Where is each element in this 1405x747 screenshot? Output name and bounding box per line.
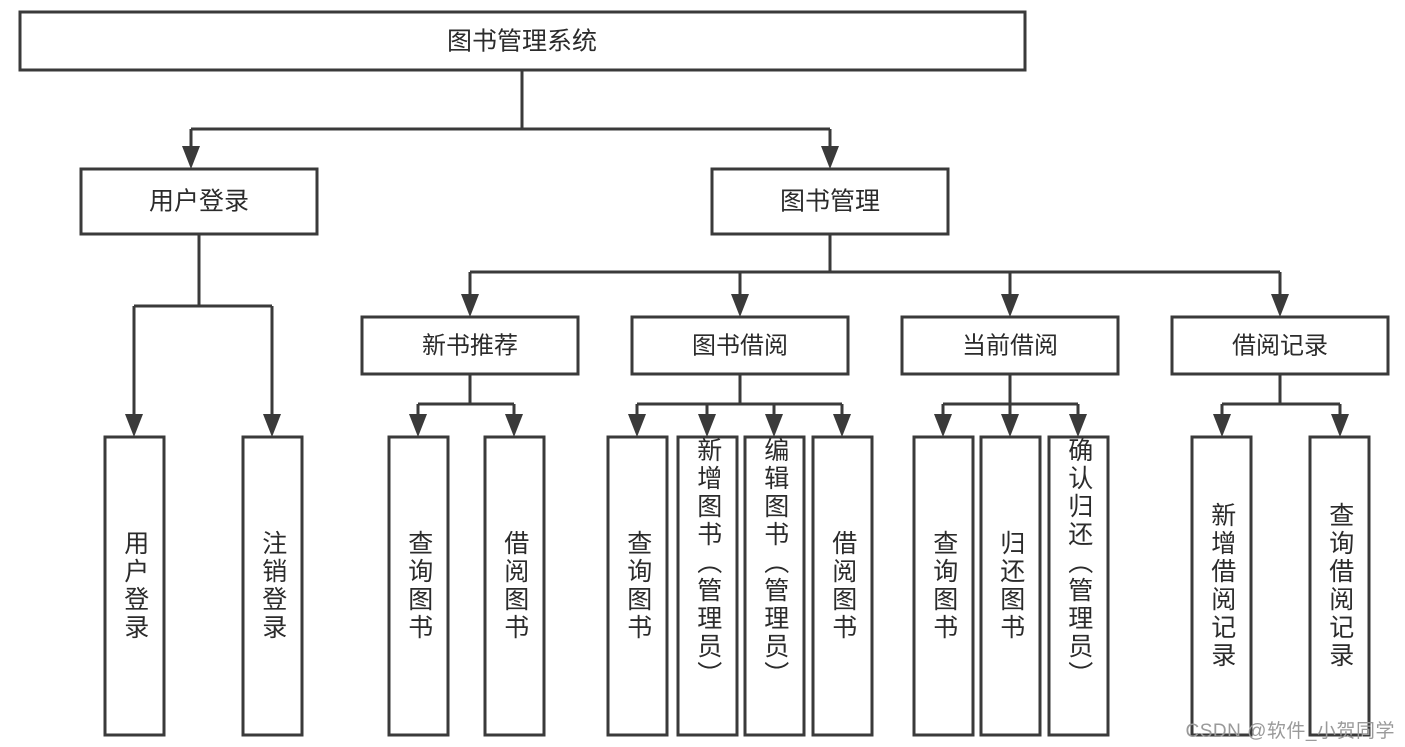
arrow-head-leaf-bb-2 — [765, 414, 783, 437]
watermark-text: CSDN @软件_小贺同学 — [1185, 721, 1395, 742]
connector-user-login-to-leaves — [125, 234, 281, 437]
arrow-head-leaf-ul-1 — [263, 414, 281, 437]
arrow-head-leaf-bb-0 — [628, 414, 646, 437]
leaf-box-book-borrow-1[interactable] — [676, 435, 739, 737]
node-new-book-recommend-box[interactable] — [360, 315, 580, 376]
arrow-head-leaf-nb-1 — [505, 414, 523, 437]
arrow-head-leaf-ul-0 — [125, 414, 143, 437]
node-current-borrow-label: 当前借阅 — [962, 332, 1058, 359]
leaf-box-current-borrow-0[interactable] — [912, 435, 975, 737]
node-borrow-record[interactable]: 借阅记录 — [1170, 315, 1390, 376]
node-new-book-recommend-label: 新书推荐 — [422, 332, 518, 359]
arrow-head-l2-2 — [1001, 294, 1019, 317]
leaf-box-new-book-0[interactable] — [387, 435, 450, 737]
leaf-box-book-borrow-3[interactable] — [811, 435, 874, 737]
leaf-box-user-login-0[interactable] — [103, 435, 166, 737]
node-book-borrow-box[interactable] — [630, 315, 850, 376]
arrow-head-leaf-br-0 — [1213, 414, 1231, 437]
leaf-box-book-borrow-2[interactable] — [743, 435, 806, 737]
node-user-login[interactable]: 用户登录 — [79, 167, 319, 236]
node-new-book-recommend[interactable]: 新书推荐 — [360, 315, 580, 376]
node-current-borrow[interactable]: 当前借阅 — [900, 315, 1120, 376]
node-user-login-box[interactable] — [79, 167, 319, 236]
node-root-system-label: 图书管理系统 — [447, 28, 597, 56]
connector-new-book-to-leaves — [409, 374, 523, 437]
arrow-head-leaf-bb-3 — [833, 414, 851, 437]
arrow-head-book-mgmt — [821, 146, 839, 169]
node-book-borrow[interactable]: 图书借阅 — [630, 315, 850, 376]
node-book-management-box[interactable] — [710, 167, 950, 236]
node-user-login-label: 用户登录 — [149, 188, 249, 216]
node-book-borrow-label: 图书借阅 — [692, 332, 788, 359]
leaf-box-new-book-1[interactable] — [483, 435, 546, 737]
leaf-box-current-borrow-2[interactable] — [1047, 435, 1110, 737]
leaf-box-current-borrow-1[interactable] — [979, 435, 1042, 737]
leaf-box-borrow-record-0[interactable] — [1190, 435, 1253, 737]
arrow-head-l2-3 — [1271, 294, 1289, 317]
leaf-box-user-login-1[interactable] — [241, 435, 304, 737]
connector-root-to-level1 — [182, 70, 839, 169]
arrow-head-l2-1 — [731, 294, 749, 317]
arrow-head-leaf-bb-1 — [698, 414, 716, 437]
connector-book-mgmt-to-level2 — [461, 234, 1289, 317]
arrow-head-user-login — [182, 146, 200, 169]
node-root-system-box[interactable] — [18, 10, 1027, 72]
node-borrow-record-box[interactable] — [1170, 315, 1390, 376]
node-book-management[interactable]: 图书管理 — [710, 167, 950, 236]
node-root-system[interactable]: 图书管理系统 — [18, 10, 1027, 72]
leaf-box-borrow-record-1[interactable] — [1308, 435, 1371, 737]
node-book-management-label: 图书管理 — [780, 188, 880, 216]
connector-book-borrow-to-leaves — [628, 374, 851, 437]
arrow-head-leaf-nb-0 — [409, 414, 427, 437]
arrow-head-leaf-br-1 — [1331, 414, 1349, 437]
node-borrow-record-label: 借阅记录 — [1232, 332, 1328, 359]
leaf-box-book-borrow-0[interactable] — [606, 435, 669, 737]
connector-current-borrow-to-leaves — [934, 374, 1087, 437]
arrow-head-leaf-cb-2 — [1069, 414, 1087, 437]
arrow-head-l2-0 — [461, 294, 479, 317]
arrow-head-leaf-cb-1 — [1001, 414, 1019, 437]
node-current-borrow-box[interactable] — [900, 315, 1120, 376]
arrow-head-leaf-cb-0 — [934, 414, 952, 437]
connector-borrow-record-to-leaves — [1213, 374, 1349, 437]
